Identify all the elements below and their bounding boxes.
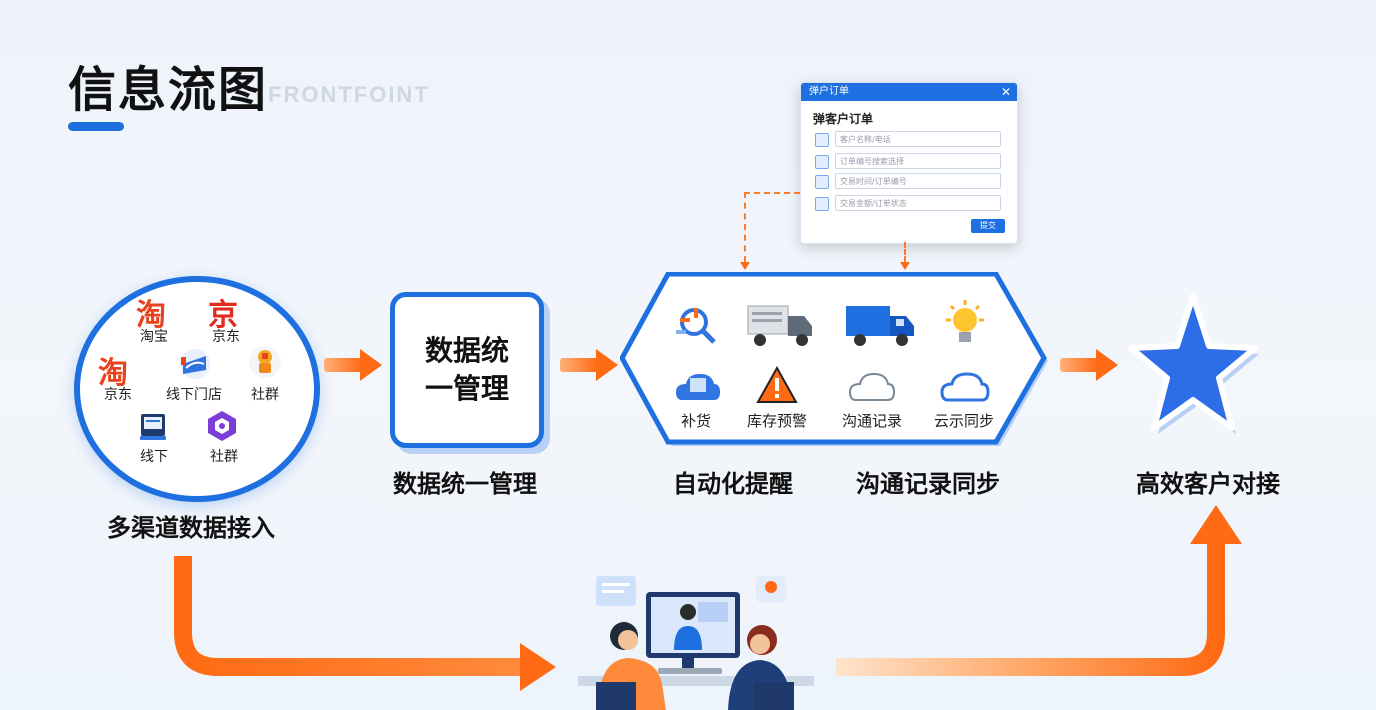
automation-label-restock: 补货	[680, 412, 711, 430]
channel-label-taobao: 淘宝	[140, 329, 168, 345]
order-modal: 弹户订单 ✕ 弹客户订单 客户名称/电话 订单编号搜索选择 交易时间/订单编号 …	[800, 82, 1018, 244]
data-management-label: 数据统一管理	[424, 334, 509, 405]
field-icon	[815, 197, 829, 211]
close-icon[interactable]: ✕	[1000, 85, 1011, 99]
watermark-text: FRONTFOINT	[268, 82, 430, 107]
jd-icon: 京	[208, 298, 238, 333]
taobao-icon: 淘	[136, 298, 166, 333]
modal-connector-h	[744, 192, 800, 194]
modal-row: 客户名称/电话	[815, 131, 1005, 149]
field-icon	[815, 155, 829, 169]
modal-field-amount[interactable]: 交易金额/订单状态	[835, 195, 1001, 211]
star-icon	[1128, 293, 1259, 434]
modal-header-title: 弹户订单	[809, 86, 849, 97]
flow-arrow-3	[1060, 349, 1118, 381]
modal-connector-tip-left	[740, 262, 750, 270]
flow-arrow-2	[560, 349, 618, 381]
title-underline	[68, 122, 124, 131]
modal-header: 弹户订单 ✕	[801, 83, 1017, 101]
taobao-icon: 淘	[98, 356, 128, 391]
lightbulb-icon	[940, 298, 990, 354]
channel-label-offline: 线下	[140, 449, 168, 465]
field-icon	[815, 133, 829, 147]
field-icon	[815, 175, 829, 189]
automation-label-inventory-alert: 库存预警	[746, 412, 807, 430]
automation-caption-sync: 沟通记录同步	[856, 470, 1000, 498]
community-badge-icon	[206, 410, 238, 446]
modal-title: 弹客户订单	[813, 112, 874, 126]
channel-label-jd-2: 京东	[104, 387, 132, 403]
automation-hexagon	[620, 272, 1048, 446]
automation-label-comm-record: 沟通记录	[841, 412, 902, 430]
page-title: 信息流图	[68, 62, 269, 118]
data-management-box: 数据统一管理	[390, 292, 544, 448]
warning-icon	[756, 365, 798, 408]
channel-label-jd: 京东	[212, 329, 240, 345]
automation-caption-reminder: 自动化提醒	[673, 470, 793, 498]
customer-meeting-illustration	[578, 576, 814, 710]
modal-row: 交易时间/订单编号	[815, 173, 1005, 191]
store-icon	[176, 348, 214, 384]
modal-row: 订单编号搜索选择	[815, 153, 1005, 171]
terminal-icon	[138, 412, 168, 446]
management-caption: 数据统一管理	[393, 470, 537, 498]
truck-icon	[746, 302, 816, 354]
channel-label-community-2: 社群	[210, 449, 238, 465]
modal-field-order-select[interactable]: 订单编号搜索选择	[835, 153, 1001, 169]
channels-circle: 淘 淘宝 京 京东 淘 京东 线下门店 社群 线下	[74, 276, 320, 502]
submit-button[interactable]: 提交	[971, 219, 1005, 233]
blue-truck-icon	[844, 302, 916, 354]
analytics-icon	[672, 300, 720, 352]
modal-field-customer[interactable]: 客户名称/电话	[835, 131, 1001, 147]
cloud-sync-icon	[940, 370, 990, 408]
flow-arrow-1	[324, 349, 382, 381]
modal-connector-left	[744, 192, 746, 262]
result-caption: 高效客户对接	[1136, 470, 1280, 498]
box-cloud-icon	[674, 370, 722, 408]
channels-caption: 多渠道数据接入	[107, 514, 275, 542]
automation-label-cloud-sync: 云示同步	[933, 412, 994, 430]
cloud-outline-icon	[848, 370, 896, 408]
modal-connector-tip-right	[900, 262, 910, 270]
modal-field-time[interactable]: 交易时间/订单编号	[835, 173, 1001, 189]
community-icon	[248, 344, 282, 384]
channel-label-store: 线下门店	[166, 387, 222, 403]
modal-connector-right	[904, 242, 906, 262]
channel-label-community: 社群	[251, 387, 279, 403]
modal-row: 交易金额/订单状态	[815, 195, 1005, 213]
